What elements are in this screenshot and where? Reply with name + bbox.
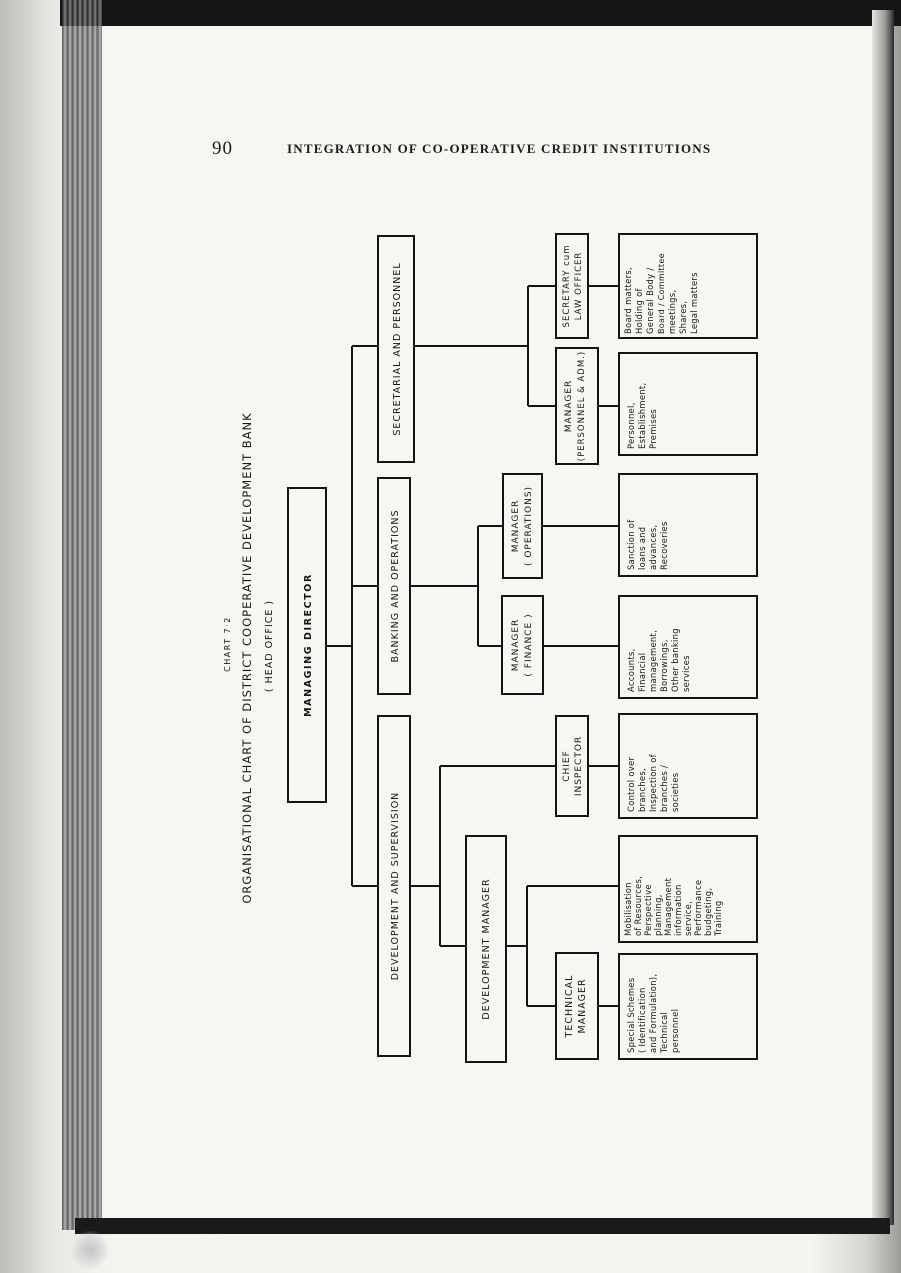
banking-operations-label: BANKING AND OPERATIONS <box>390 510 401 663</box>
development-supervision-label: DEVELOPMENT AND SUPERVISION <box>390 792 401 981</box>
box-functions-personnel <box>618 352 758 456</box>
box-banking-operations <box>377 477 411 695</box>
chart-label: CHART 7·2 <box>223 616 232 672</box>
box-development-supervision <box>377 715 411 1057</box>
functions-inspector-line-5: societies <box>670 773 680 812</box>
book-spine-edge <box>62 0 102 1230</box>
manager-finance-line-2: ( FINANCE ) <box>524 613 534 676</box>
page-right-edge <box>872 10 894 1225</box>
functions-operations-line-1: Sanction of <box>626 519 636 570</box>
functions-finance-line-2: Financial <box>637 653 647 692</box>
functions-secretary-line-1: Board matters, <box>623 267 633 334</box>
chief-inspector-line-2: INSPECTOR <box>574 736 584 796</box>
box-chief-inspector <box>555 715 589 817</box>
box-manager-operations <box>502 473 543 579</box>
box-managing-director <box>287 487 327 803</box>
box-manager-personnel <box>555 347 599 465</box>
technical-manager-line-1: TECHNICAL <box>564 975 575 1039</box>
scan-bottom-shadow <box>75 1218 890 1234</box>
functions-development-line-10: Training <box>713 901 723 937</box>
box-secretary <box>555 233 589 339</box>
functions-technical-line-3: and Formulation), <box>648 974 658 1053</box>
functions-secretary-line-3: General Body / <box>645 268 655 335</box>
box-technical-manager <box>555 952 599 1060</box>
functions-technical-line-2: ( Identification <box>637 987 647 1053</box>
functions-development-line-9: budgeting, <box>703 888 713 936</box>
functions-technical-line-5: personnel <box>670 1009 680 1053</box>
secretary-line-1: SECRETARY cum <box>562 245 572 328</box>
connector-lines <box>326 285 619 1007</box>
book-title: INTEGRATION OF CO-OPERATIVE CREDIT INSTI… <box>287 141 712 156</box>
functions-finance-line-4: Borrowings, <box>659 639 669 692</box>
functions-development-line-4: planning, <box>653 894 663 936</box>
page-number: 90 <box>212 138 233 159</box>
manager-personnel-line-2: (PERSONNEL & ADM.) <box>577 351 587 461</box>
box-functions-inspector <box>618 713 758 819</box>
functions-personnel-line-3: Premises <box>648 409 658 449</box>
box-functions-secretary <box>618 233 758 339</box>
functions-inspector-line-2: branches, <box>637 768 647 812</box>
box-functions-development <box>618 835 758 943</box>
chief-inspector-line-1: CHIEF <box>562 750 572 782</box>
org-chart: CHART 7·2 ORGANISATIONAL CHART OF DISTRI… <box>223 233 758 1063</box>
box-functions-operations <box>618 473 758 577</box>
managing-director-label: MANAGING DIRECTOR <box>303 573 314 717</box>
functions-secretary-line-6: Shares, <box>678 301 688 334</box>
functions-development-line-1: Mobilisation <box>623 882 633 936</box>
chart-titles: CHART 7·2 ORGANISATIONAL CHART OF DISTRI… <box>223 412 275 903</box>
functions-finance-line-3: management, <box>648 630 658 692</box>
functions-secretary-line-5: meetings, <box>667 290 677 334</box>
functions-development-line-6: information <box>673 884 683 936</box>
chart-title: ORGANISATIONAL CHART OF DISTRICT COOPERA… <box>240 412 254 903</box>
functions-inspector-line-1: Control over <box>626 757 636 812</box>
functions-secretary-line-7: Legal matters <box>689 272 699 334</box>
functions-finance-line-5: Other banking <box>670 628 680 692</box>
technical-manager-line-2: MANAGER <box>577 978 588 1033</box>
box-functions-finance <box>618 595 758 699</box>
function-labels: Special Schemes ( Identification and For… <box>623 253 723 1054</box>
functions-inspector-line-3: Inspection of <box>648 753 658 812</box>
secretarial-personnel-label: SECRETARIAL AND PERSONNEL <box>392 262 403 435</box>
book-page: 90 INTEGRATION OF CO-OPERATIVE CREDIT IN… <box>102 26 872 1218</box>
functions-technical-line-1: Special Schemes <box>626 978 636 1053</box>
functions-operations-line-4: Recoveries <box>659 521 669 570</box>
functions-technical-line-4: Technical <box>659 1012 669 1054</box>
functions-development-line-7: service, <box>683 901 693 936</box>
secretary-line-2: LAW OFFICER <box>574 252 584 321</box>
scan-top-shadow <box>60 0 901 26</box>
functions-finance-line-6: services <box>681 655 691 692</box>
functions-operations-line-3: advances, <box>648 525 658 570</box>
development-manager-label: DEVELOPMENT MANAGER <box>481 878 492 1019</box>
functions-secretary-line-2: Holding of <box>634 287 644 334</box>
functions-finance-line-1: Accounts, <box>626 648 636 692</box>
position-labels: MANAGING DIRECTOR DEVELOPMENT AND SUPERV… <box>303 245 588 1039</box>
box-secretarial-personnel <box>377 235 415 463</box>
position-boxes <box>287 233 758 1063</box>
running-head: 90 INTEGRATION OF CO-OPERATIVE CREDIT IN… <box>102 26 872 1218</box>
functions-development-line-2: of Resources, <box>633 876 643 936</box>
functions-operations-line-2: loans and <box>637 527 647 570</box>
functions-inspector-line-4: branches / <box>659 765 669 812</box>
scan-speck <box>70 1230 110 1270</box>
functions-development-line-5: Management <box>663 877 673 936</box>
functions-development-line-8: Performance <box>693 880 703 936</box>
box-development-manager <box>465 835 507 1063</box>
functions-development-line-3: Perspective <box>643 884 653 936</box>
box-functions-technical <box>618 953 758 1060</box>
functions-personnel-line-1: Personnel, <box>626 402 636 449</box>
chart-subtitle: ( HEAD OFFICE ) <box>264 600 275 692</box>
functions-personnel-line-2: Establishment, <box>637 383 647 449</box>
box-manager-finance <box>501 595 544 695</box>
manager-operations-line-1: MANAGER <box>511 500 521 553</box>
manager-finance-line-1: MANAGER <box>511 619 521 672</box>
functions-secretary-line-4: Board / Committee <box>657 253 666 334</box>
manager-personnel-line-1: MANAGER <box>564 380 574 433</box>
manager-operations-line-2: ( OPERATIONS) <box>524 486 534 566</box>
